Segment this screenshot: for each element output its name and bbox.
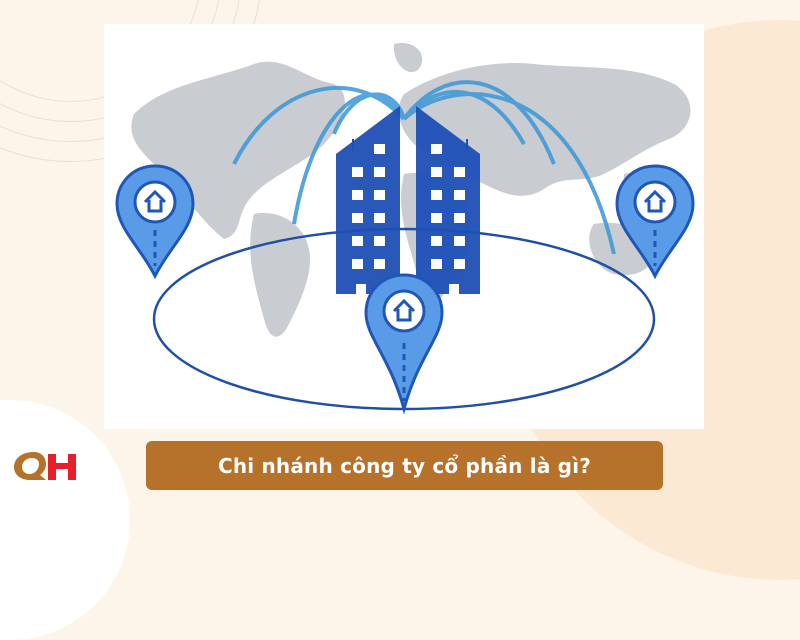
background-decor-circle	[0, 400, 130, 640]
caption-title: Chi nhánh công ty cổ phần là gì?	[217, 453, 592, 478]
branch-network-illustration	[115, 43, 695, 415]
buildings	[336, 106, 480, 294]
qh-logo	[12, 448, 92, 484]
caption-banner: Chi nhánh công ty cổ phần là gì?	[146, 441, 663, 490]
illustration-card	[104, 24, 704, 429]
location-pin-right	[615, 164, 695, 280]
location-pin-left	[115, 164, 195, 280]
location-pin-bottom	[364, 273, 444, 415]
